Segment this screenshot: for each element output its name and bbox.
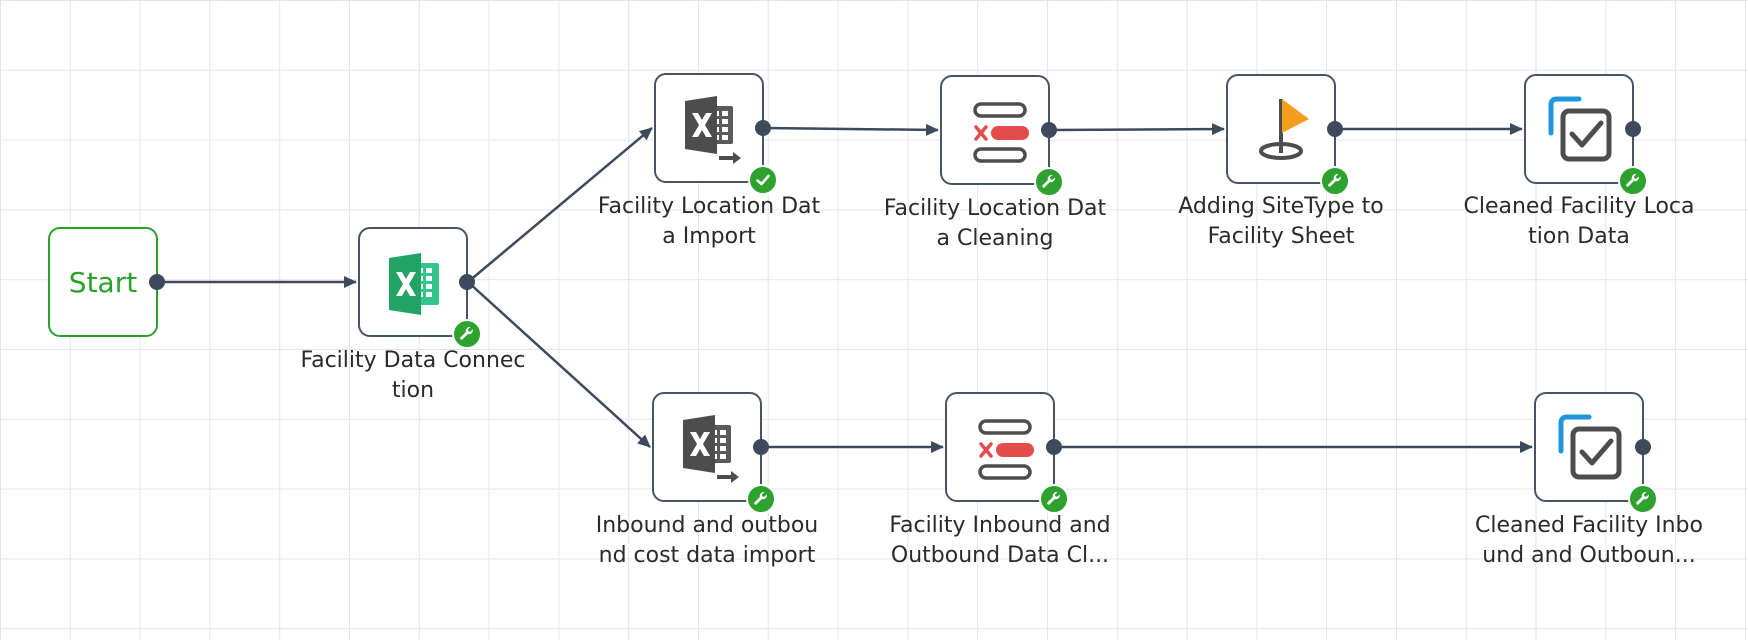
- wrench-icon[interactable]: [1034, 167, 1064, 197]
- checkbox-icon: [1558, 414, 1622, 480]
- excel-green-icon: [389, 253, 439, 315]
- node-label-adding-sitetype: Adding SiteType to Facility Sheet: [1178, 194, 1384, 249]
- node-label-facility-location-import: Facility Location Dat a Import: [597, 194, 821, 249]
- data-clean-icon: [973, 102, 1029, 163]
- node-facility-data-connection[interactable]: [358, 227, 482, 349]
- checkbox-icon: [1548, 96, 1612, 162]
- node-label-cleaned-facility-location: Cleaned Facility Loca tion Data: [1463, 194, 1695, 249]
- node-label-inbound-outbound-import: Inbound and outbou nd cost data import: [595, 513, 819, 568]
- wrench-icon[interactable]: [1039, 484, 1069, 514]
- excel-import-icon: [683, 415, 739, 483]
- data-clean-icon: [978, 419, 1034, 480]
- output-port[interactable]: [1635, 439, 1651, 455]
- node-inbound-outbound-import[interactable]: [652, 392, 776, 514]
- check-icon[interactable]: [748, 165, 778, 195]
- node-start[interactable]: Start: [48, 227, 165, 337]
- node-facility-location-import[interactable]: [654, 73, 778, 195]
- output-port[interactable]: [1046, 439, 1062, 455]
- output-port[interactable]: [149, 274, 165, 290]
- excel-import-icon: [685, 96, 741, 164]
- node-label-facility-location-cleaning: Facility Location Dat a Cleaning: [883, 196, 1107, 251]
- edge-facility-location-import-to-facility-location-cleaning[interactable]: [763, 123, 939, 136]
- node-label-cleaned-facility-inbound-outbound: Cleaned Facility Inbo und and Outboun...: [1475, 513, 1703, 568]
- output-port[interactable]: [755, 120, 771, 136]
- node-cleaned-facility-inbound-outbound[interactable]: [1534, 392, 1658, 514]
- node-label: Start: [68, 265, 138, 299]
- output-port[interactable]: [753, 439, 769, 455]
- node-adding-sitetype[interactable]: [1226, 74, 1350, 196]
- node-label-facility-data-connection: Facility Data Connec tion: [300, 348, 526, 403]
- wrench-icon[interactable]: [1320, 166, 1350, 196]
- wrench-icon[interactable]: [452, 319, 482, 349]
- output-port[interactable]: [459, 274, 475, 290]
- node-cleaned-facility-location[interactable]: [1524, 74, 1648, 196]
- edge-facility-location-cleaning-to-adding-sitetype[interactable]: [1049, 123, 1225, 136]
- node-facility-location-cleaning[interactable]: [940, 75, 1064, 197]
- wrench-icon[interactable]: [1628, 484, 1658, 514]
- node-facility-inbound-outbound-cleaning[interactable]: [945, 392, 1069, 514]
- edge-facility-data-connection-to-facility-location-import[interactable]: [467, 127, 653, 283]
- flag-icon: [1259, 99, 1309, 160]
- output-port[interactable]: [1625, 121, 1641, 137]
- wrench-icon[interactable]: [1618, 166, 1648, 196]
- output-port[interactable]: [1041, 122, 1057, 138]
- node-label-facility-inbound-outbound-cleaning: Facility Inbound and Outbound Data Cl...: [889, 513, 1111, 568]
- output-port[interactable]: [1327, 121, 1343, 137]
- edge-facility-data-connection-to-inbound-outbound-import[interactable]: [467, 281, 651, 448]
- wrench-icon[interactable]: [746, 484, 776, 514]
